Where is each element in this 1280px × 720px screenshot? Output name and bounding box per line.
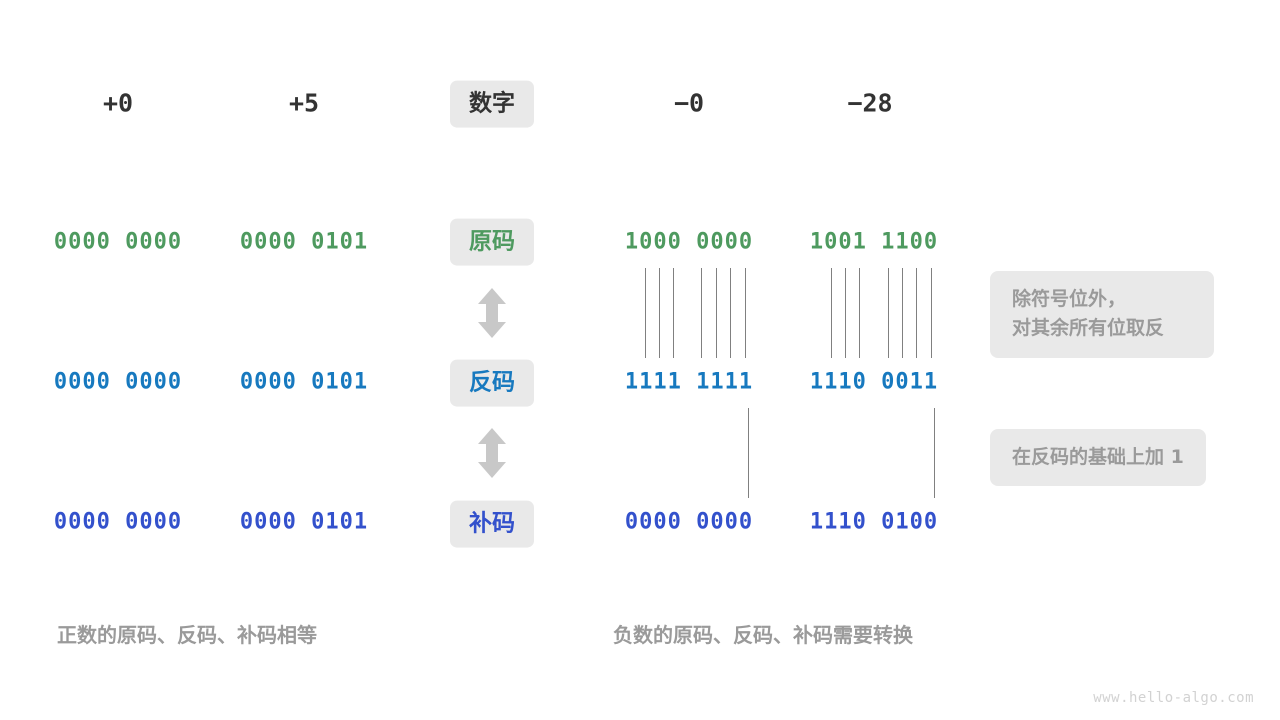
value-buma-minus-twentyeight: 1110 0100 xyxy=(809,509,939,535)
header-number-plus-zero: +0 xyxy=(102,88,134,118)
caption-negative: 负数的原码、反码、补码需要转换 xyxy=(613,623,913,647)
connector-line xyxy=(716,268,717,358)
value-fanma-minus-zero: 1111 1111 xyxy=(624,369,754,395)
connector-line xyxy=(701,268,702,358)
value-yuanma-minus-zero: 1000 0000 xyxy=(624,229,754,255)
header-number-minus-zero: −0 xyxy=(673,88,705,118)
header-number-plus-five: +5 xyxy=(288,88,320,118)
up-down-arrow-icon xyxy=(475,287,509,339)
note-invert-bits: 除符号位外， 对其余所有位取反 xyxy=(990,271,1214,358)
connector-line xyxy=(916,268,917,358)
connector-line xyxy=(888,268,889,358)
row-label-number: 数字 xyxy=(450,80,534,128)
row-label-yuanma: 原码 xyxy=(450,218,534,266)
value-yuanma-plus-five: 0000 0101 xyxy=(239,229,369,255)
note-add-one: 在反码的基础上加 1 xyxy=(990,429,1206,487)
connector-line xyxy=(902,268,903,358)
header-number-minus-twentyeight: −28 xyxy=(847,88,893,118)
connector-line xyxy=(673,268,674,358)
connector-line xyxy=(748,408,749,498)
value-buma-plus-five: 0000 0101 xyxy=(239,509,369,535)
row-label-fanma: 反码 xyxy=(450,359,534,407)
value-fanma-plus-five: 0000 0101 xyxy=(239,369,369,395)
connector-line xyxy=(845,268,846,358)
watermark: www.hello-algo.com xyxy=(1093,690,1254,706)
value-fanma-minus-twentyeight: 1110 0011 xyxy=(809,369,939,395)
connector-line xyxy=(831,268,832,358)
value-yuanma-plus-zero: 0000 0000 xyxy=(53,229,183,255)
connector-line xyxy=(859,268,860,358)
caption-positive: 正数的原码、反码、补码相等 xyxy=(57,623,317,647)
connector-line xyxy=(745,268,746,358)
value-buma-plus-zero: 0000 0000 xyxy=(53,509,183,535)
row-label-buma: 补码 xyxy=(450,500,534,548)
connector-line xyxy=(645,268,646,358)
connector-line xyxy=(730,268,731,358)
value-yuanma-minus-twentyeight: 1001 1100 xyxy=(809,229,939,255)
connector-line xyxy=(934,408,935,498)
connector-line xyxy=(931,268,932,358)
value-fanma-plus-zero: 0000 0000 xyxy=(53,369,183,395)
connector-line xyxy=(659,268,660,358)
up-down-arrow-icon xyxy=(475,427,509,479)
value-buma-minus-zero: 0000 0000 xyxy=(624,509,754,535)
